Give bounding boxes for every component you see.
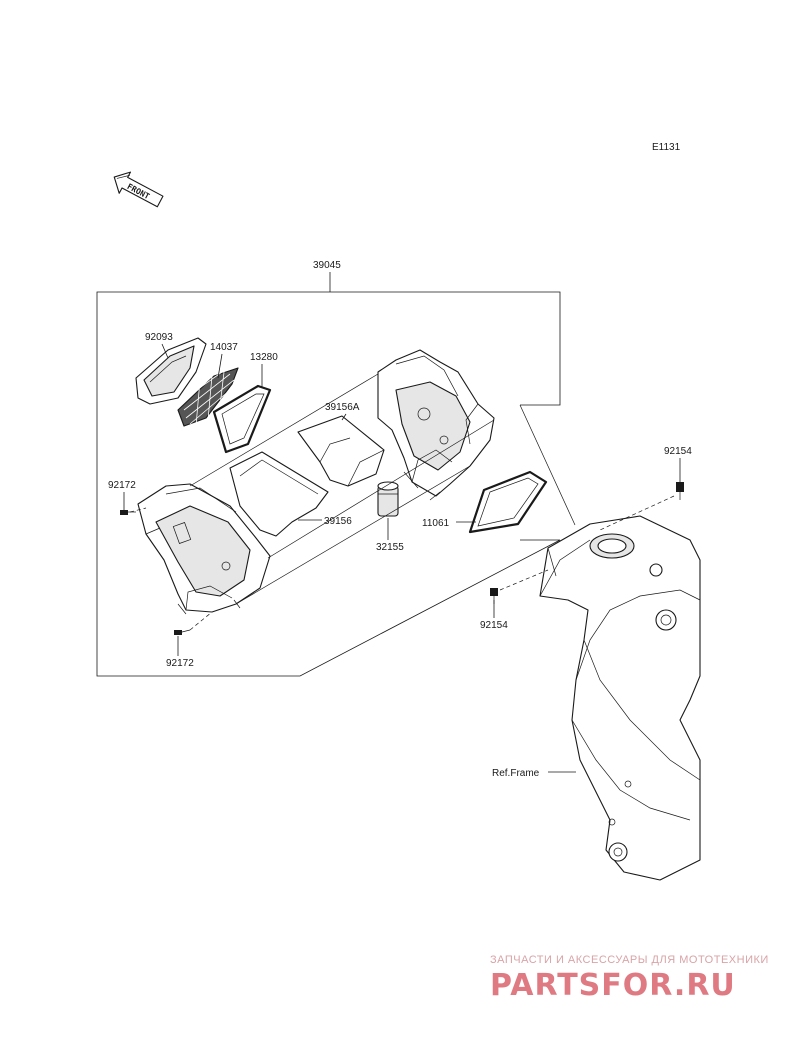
label-92172-bottom: 92172 xyxy=(166,658,194,669)
dash-92172-top xyxy=(129,507,147,513)
part-39156A-pad xyxy=(297,415,385,487)
watermark-brand: PARTSFOR.RU xyxy=(490,968,736,1003)
bolt-92154-top xyxy=(676,482,684,500)
assembly-part-label: 39045 xyxy=(313,260,341,271)
assembly-bracket-diag xyxy=(519,404,576,526)
label-11061: 11061 xyxy=(422,518,450,529)
leader-39156A xyxy=(341,413,347,421)
part-upper-duct xyxy=(377,349,495,501)
part-14037-mesh xyxy=(177,367,239,427)
part-11061-gasket xyxy=(468,470,548,534)
part-39156-insulator xyxy=(229,451,329,537)
label-14037: 14037 xyxy=(210,342,238,353)
dash-92154-bottom xyxy=(499,569,549,591)
leader-14037 xyxy=(217,353,223,379)
motorcycle-frame xyxy=(539,515,701,881)
label-39156A: 39156A xyxy=(325,402,360,413)
dash-92172-bottom xyxy=(189,611,213,631)
label-13280: 13280 xyxy=(250,352,278,363)
label-92093: 92093 xyxy=(145,332,173,343)
front-arrow-icon: FRONT xyxy=(113,171,164,208)
label-92172-top: 92172 xyxy=(108,480,136,491)
watermark-subtitle: ЗАПЧАСТИ И АКСЕССУАРЫ ДЛЯ МОТОТЕХНИКИ xyxy=(490,954,769,966)
diagram-code: E1131 xyxy=(652,142,681,153)
link-line-1 xyxy=(189,373,379,487)
label-ref-frame: Ref.Frame xyxy=(492,768,540,779)
leader-92093 xyxy=(161,343,169,359)
assembly-bracket xyxy=(96,291,561,677)
label-92154-bottom: 92154 xyxy=(480,620,508,631)
part-lower-duct xyxy=(137,483,271,615)
label-39156: 39156 xyxy=(324,516,352,527)
part-13280-gasket xyxy=(212,384,272,454)
part-92093-cover xyxy=(135,337,207,405)
link-line-2 xyxy=(267,419,495,559)
part-32155-collar xyxy=(377,481,399,517)
bolt-92172-bottom xyxy=(174,629,191,635)
label-92154-top: 92154 xyxy=(664,446,692,457)
bolt-92172-top xyxy=(120,510,136,515)
link-line-3 xyxy=(235,465,471,605)
label-32155: 32155 xyxy=(376,542,404,553)
